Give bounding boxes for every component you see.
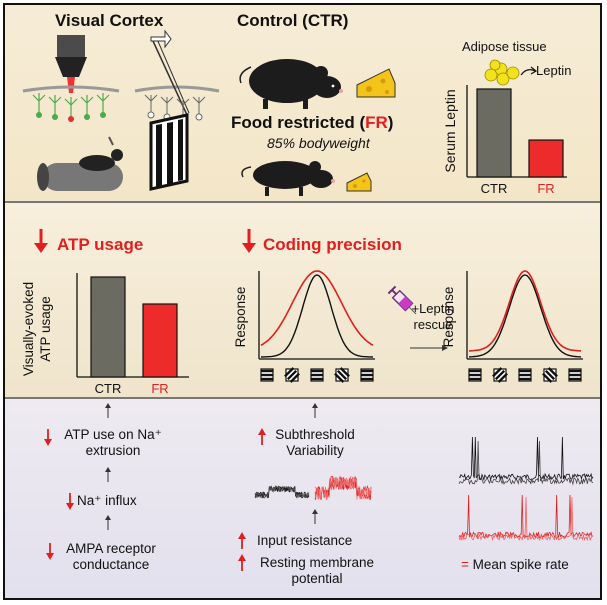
grating-icon-4 [333,366,351,384]
serum-leptin-chart: CTR FR Serum Leptin [442,85,567,196]
input-resistance-up-arrow-icon [238,532,246,549]
y-axis-label: Serum Leptin [442,89,458,172]
grating-icon-3 [310,368,324,382]
resting-potential-up-arrow-icon [238,554,246,571]
coding-precision-title: Coding precision [263,235,402,254]
na-influx-down-arrow-icon [66,493,74,510]
visual-cortex-title: Visual Cortex [55,11,164,30]
bar-fr [528,139,564,178]
bar-ctr [90,276,126,378]
cheese-large-icon [356,68,396,98]
leptin-arrow-icon [520,66,538,76]
head-fixed-mouse-illustration [37,136,123,191]
series-red-curve [260,270,374,346]
grating-stimulus-icon [149,113,189,191]
ampa-down-arrow-icon [46,543,54,560]
adipose-tissue-icon [484,59,520,86]
series-black-curve [468,274,582,358]
fr-subthreshold-trace [314,475,372,500]
grating-icon-1 [468,368,482,382]
leptin-syringe-icon [387,285,417,315]
graphical-abstract: Visual Cortex Control (CTR) Food restric… [3,3,602,600]
ctr-subthreshold-trace [254,484,310,499]
grating-icon-2 [491,366,509,384]
atp-na-down-arrow-icon [44,429,52,446]
grating-icon-2 [283,366,301,384]
panel-experimental-setup: Visual Cortex Control (CTR) Food restric… [5,5,600,201]
tuning-curve-chart: Response [233,270,375,384]
grating-icon-4 [541,366,559,384]
series-black-curve [260,274,374,358]
control-title: Control (CTR) [237,11,349,30]
leptin-rescue-label: +Leptin rescue [411,301,455,332]
y-axis-label-line2: ATP usage [38,296,53,362]
subthreshold-up-arrow-icon [258,428,266,445]
tick-label-fr: FR [151,381,168,396]
two-photon-imaging-illustration [22,35,120,122]
bar-ctr [476,88,512,178]
grating-icon-1 [260,368,274,382]
panel-atp-and-coding: ATP usage Coding precision CTR FR Visually… [5,201,600,399]
panel-mechanisms: ATP use on Na⁺extrusion Na⁺ influx AMPA … [5,397,600,598]
y-axis-label: Response [233,287,248,348]
input-resistance-label: Input resistance [257,533,353,548]
leptin-rescue-tuning-chart: Response [441,270,583,384]
up-arrow-na-influx [105,467,111,482]
atp-down-arrow-icon [34,229,48,253]
control-mouse-illustration [239,59,343,109]
mean-spike-rate-label: = Mean spike rate [461,557,569,572]
up-arrow-tuning-chart [312,403,318,418]
rescue-arrow-icon [410,345,448,351]
spike-traces-illustration [458,436,594,542]
up-arrow-input [312,509,318,524]
cheese-small-icon [346,172,372,192]
coding-down-arrow-icon [242,229,256,253]
up-arrow-ampa [105,515,111,530]
fr-spike-trace-2 [458,496,594,542]
atp-usage-title: ATP usage [57,235,144,254]
up-arrow-atp-chart [105,403,111,418]
food-restricted-title: Food restricted (FR) [231,113,394,132]
tick-label-fr: FR [537,181,554,196]
subthreshold-traces-illustration [254,475,372,501]
fr-mouse-illustration [241,161,335,196]
ctr-spike-trace-2 [458,440,594,486]
grating-icon-3 [518,368,532,382]
series-red-curve [468,270,582,352]
bar-fr [142,303,178,378]
tick-label-ctr: CTR [481,181,508,196]
leptin-label: Leptin [536,63,572,78]
y-axis-label-line1: Visually-evoked [21,282,36,376]
na-influx-label: Na⁺ influx [77,493,137,508]
tick-label-ctr: CTR [95,381,122,396]
fr-spike-trace [458,494,594,540]
patch-pipette-illustration [134,29,220,123]
atp-na-extrusion-label: ATP use on Na⁺extrusion [64,427,162,458]
grating-icon-5 [568,368,582,382]
fr-subtitle: 85% bodyweight [267,135,370,151]
y-axis-label: Response [441,287,456,348]
grating-icon-5 [360,368,374,382]
adipose-tissue-label: Adipose tissue [462,39,547,54]
